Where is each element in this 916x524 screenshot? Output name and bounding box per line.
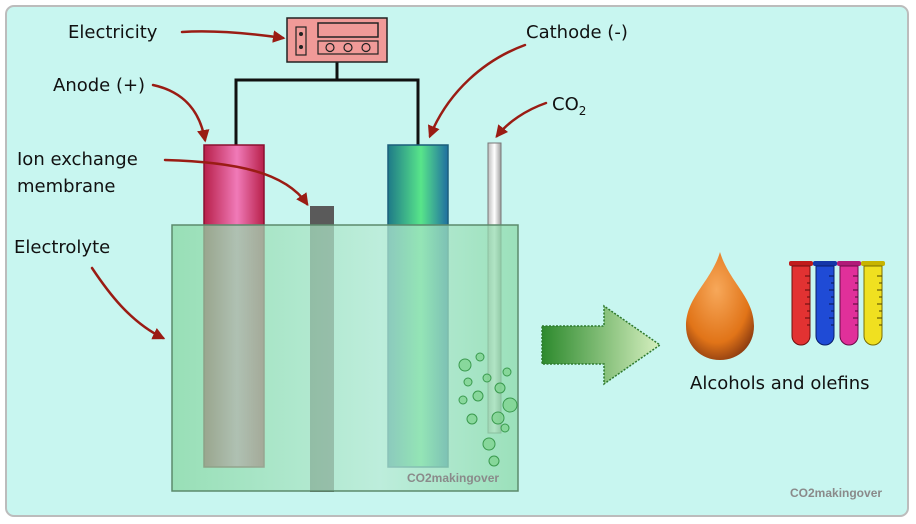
pointer-arrow-anode — [151, 83, 210, 143]
electricity-label: Electricity — [68, 22, 158, 43]
cathode-label: Cathode (-) — [526, 22, 628, 43]
pointer-arrow-cathode — [428, 43, 527, 139]
electrolyte-tank — [171, 224, 519, 492]
co2-label-main: CO — [552, 94, 579, 115]
co2-label: CO2 — [552, 94, 586, 118]
corner-watermark: CO2makingover — [790, 486, 882, 500]
membrane-label-line1: Ion exchange — [17, 149, 138, 170]
membrane-label-line2: membrane — [17, 176, 115, 197]
co2-bubbles — [458, 352, 518, 467]
electrolyte-label: Electrolyte — [14, 237, 110, 258]
pointer-arrow-electrolyte — [90, 266, 166, 340]
anode-label: Anode (+) — [53, 75, 145, 96]
process-arrow-icon — [541, 304, 662, 386]
wire — [234, 78, 420, 145]
tank-watermark: CO2makingover — [407, 471, 499, 485]
pointer-arrow-electricity — [180, 30, 286, 43]
power-supply-icon — [286, 17, 388, 63]
products-label: Alcohols and olefins — [690, 373, 870, 394]
oil-drop-icon — [686, 252, 754, 360]
co2-label-subscript: 2 — [579, 104, 587, 118]
test-tube-icon — [789, 261, 885, 346]
pointer-arrow-co2 — [495, 101, 548, 138]
pointer-arrow-membrane — [163, 158, 309, 207]
